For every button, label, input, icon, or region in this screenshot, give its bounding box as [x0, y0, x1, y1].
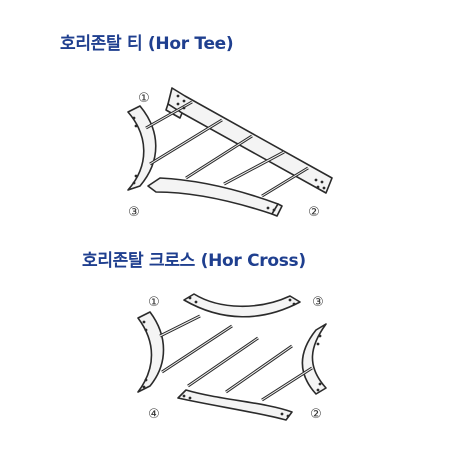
tee-title: 호리존탈 티 (Hor Tee)	[60, 34, 234, 54]
cross-marker-4: ④	[148, 407, 160, 422]
cross-right-curve-rail	[301, 323, 327, 395]
tee-marker-3: ③	[128, 205, 140, 220]
cross-marker-1: ①	[148, 295, 160, 310]
tee-marker-1: ①	[138, 91, 150, 106]
cross-title: 호리존탈 크로스 (Hor Cross)	[82, 251, 306, 271]
cross-marker-2: ②	[310, 407, 322, 422]
cross-left-curve-rail	[137, 311, 165, 393]
cross-marker-3: ③	[312, 295, 324, 310]
tee-holes	[132, 94, 326, 212]
cross-holes	[142, 296, 322, 418]
tee-marker-2: ②	[308, 205, 320, 220]
cross-top-curve-rail	[183, 293, 301, 318]
cross-bottom-curve-rail	[177, 389, 293, 421]
